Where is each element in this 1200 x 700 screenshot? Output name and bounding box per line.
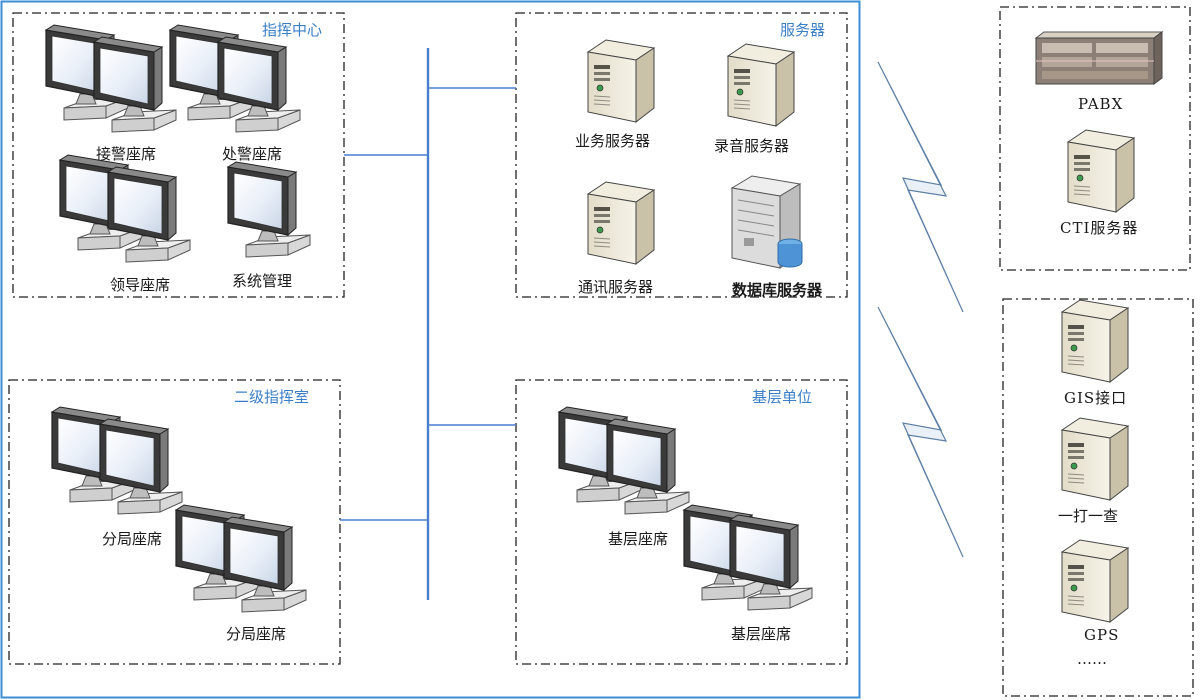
wireless-link-bottom xyxy=(877,306,964,558)
server-label: 业务服务器 xyxy=(575,132,651,150)
seat-label: 系统管理 xyxy=(232,272,293,290)
seat-label: 基层座席 xyxy=(608,530,669,548)
server-icon xyxy=(587,39,655,123)
server-icon xyxy=(587,181,655,265)
pabx-icon xyxy=(1034,31,1164,85)
database-server-icon xyxy=(730,175,803,269)
external-top-box xyxy=(999,6,1191,271)
external-bottom-box xyxy=(1002,298,1194,697)
server-icon xyxy=(1061,417,1129,501)
server-icon xyxy=(1061,539,1129,623)
wireless-link-top xyxy=(877,61,964,313)
command-center-box xyxy=(12,12,345,298)
server-icon xyxy=(1067,129,1135,213)
server-label: 录音服务器 xyxy=(714,137,790,155)
monitor-icon xyxy=(227,161,311,258)
ellipsis-label: …… xyxy=(1077,650,1107,668)
seat-label: 处警座席 xyxy=(222,145,283,163)
external-label: 一打一查 xyxy=(1058,507,1119,525)
external-label: GPS xyxy=(1084,626,1120,644)
external-label: GIS接口 xyxy=(1064,389,1128,407)
secondary-room-title: 二级指挥室 xyxy=(234,388,310,406)
main-frame xyxy=(0,0,861,699)
server-icon xyxy=(1061,299,1129,383)
server-label: 数据库服务器 xyxy=(732,281,823,299)
seat-label: 分局座席 xyxy=(226,625,287,643)
command-center-title: 指挥中心 xyxy=(262,21,323,39)
grassroots-box xyxy=(515,379,848,665)
secondary-room-box xyxy=(8,379,341,665)
seat-label: 领导座席 xyxy=(110,276,171,294)
servers-title: 服务器 xyxy=(780,21,826,39)
seat-label: 基层座席 xyxy=(731,625,792,643)
server-icon xyxy=(727,43,795,127)
servers-box xyxy=(515,12,848,298)
external-label: PABX xyxy=(1078,95,1124,113)
grassroots-title: 基层单位 xyxy=(752,388,813,406)
server-label: 通讯服务器 xyxy=(578,278,654,296)
seat-label: 接警座席 xyxy=(96,145,157,163)
external-label: CTI服务器 xyxy=(1060,219,1139,237)
seat-label: 分局座席 xyxy=(102,530,163,548)
